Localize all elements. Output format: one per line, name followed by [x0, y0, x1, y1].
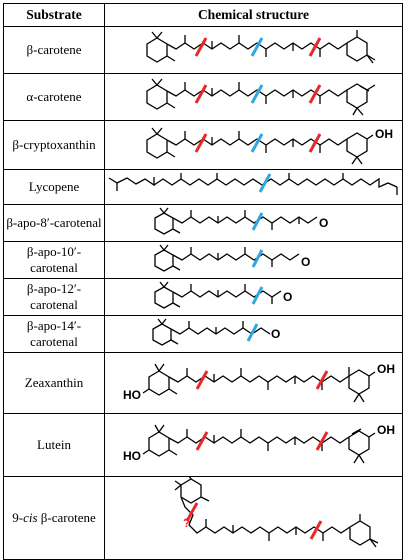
chemical-structure: OH HO — [104, 413, 403, 477]
blue-cleavage-mark — [251, 212, 264, 231]
table-row: β-apo-14′-carotenal O — [3, 315, 403, 353]
chemical-structure: OH — [104, 120, 403, 170]
chemical-structure: O — [104, 315, 403, 353]
chemical-structure: O — [104, 278, 403, 316]
substrate-name: β-apo-10′-carotenal — [3, 241, 105, 279]
blue-cleavage-mark — [250, 133, 264, 153]
red-cleavage-mark — [195, 370, 209, 390]
table-row: Lycopene — [3, 169, 403, 205]
red-cleavage-mark — [194, 133, 208, 153]
structure-header: Chemical structure — [104, 3, 403, 27]
structure-drawing — [146, 78, 376, 116]
blue-cleavage-mark — [246, 323, 259, 342]
chemical-structure: ? — [104, 476, 403, 560]
aldehyde-oxygen-label: O — [283, 290, 292, 304]
table-row: β-apo-12′-carotenal O — [3, 278, 403, 316]
chemical-structure: O — [104, 204, 403, 242]
structure-drawing: O — [154, 281, 292, 309]
chemical-structure: OH HO — [104, 352, 403, 414]
chemical-structure — [104, 73, 403, 121]
red-cleavage-mark — [308, 37, 322, 57]
substrate-header: Substrate — [3, 3, 105, 27]
substrate-name: β-apo-12′-carotenal — [3, 278, 105, 316]
structure-drawing: O — [154, 244, 310, 272]
substrate-name: Lycopene — [3, 169, 105, 205]
red-cleavage-mark — [309, 520, 323, 540]
hydroxyl-label: OH — [377, 423, 395, 437]
blue-cleavage-mark — [251, 286, 264, 305]
red-cleavage-mark — [194, 84, 208, 104]
structure-drawing — [146, 30, 376, 64]
hydroxyl-label: HO — [123, 449, 141, 463]
red-cleavage-mark — [308, 133, 322, 153]
structure-drawing: OH — [146, 127, 393, 165]
structure-drawing: OH HO — [123, 362, 395, 403]
blue-cleavage-mark — [250, 84, 264, 104]
table-row: β-apo-8′-carotenal O — [3, 204, 403, 242]
structure-drawing — [108, 173, 398, 195]
aldehyde-oxygen-label: O — [319, 216, 328, 230]
beta-ionone-ring — [346, 36, 368, 62]
structure-drawing: O — [154, 207, 328, 235]
red-cleavage-mark — [194, 37, 208, 57]
red-cleavage-mark — [195, 431, 209, 451]
substrate-name: β-carotene — [3, 26, 105, 74]
aldehyde-oxygen-label: O — [271, 327, 280, 341]
red-cleavage-mark — [315, 370, 329, 390]
hydroxyl-label: OH — [375, 127, 393, 141]
blue-cleavage-mark — [258, 173, 272, 193]
chemical-structure — [104, 26, 403, 74]
structure-drawing: ? — [174, 477, 379, 548]
table-row: β-cryptoxanthin OH — [3, 120, 403, 170]
table-row: Zeaxanthin OH HO — [3, 352, 403, 414]
substrate-name: β-apo-8′-carotenal — [3, 204, 105, 242]
blue-cleavage-mark — [250, 37, 264, 57]
structure-drawing: OH HO — [123, 423, 395, 464]
beta-ionone-ring — [146, 37, 168, 63]
chemical-structure — [104, 169, 403, 205]
table-row: α-carotene — [3, 73, 403, 121]
blue-cleavage-mark — [251, 249, 264, 268]
epsilon-ionone-ring — [346, 83, 368, 109]
chemical-structure: O — [104, 241, 403, 279]
substrate-name: β-cryptoxanthin — [3, 120, 105, 170]
hydroxyl-label: HO — [123, 388, 141, 402]
substrate-name: α-carotene — [3, 73, 105, 121]
hydroxyl-label: OH — [377, 362, 395, 376]
red-cleavage-mark — [185, 502, 199, 522]
question-mark-label: ? — [183, 516, 190, 530]
substrate-name: β-apo-14′-carotenal — [3, 315, 105, 353]
substrate-name: Lutein — [3, 413, 105, 477]
table-row: Lutein OH HO — [3, 413, 403, 477]
substrate-table: Substrate Chemical structure β-carotene — [3, 3, 403, 560]
table-row: β-carotene — [3, 26, 403, 74]
table-row: β-apo-10′-carotenal O — [3, 241, 403, 279]
structure-drawing: O — [152, 318, 280, 346]
polyene-chain — [166, 42, 348, 50]
aldehyde-oxygen-label: O — [301, 255, 310, 269]
red-cleavage-mark — [308, 84, 322, 104]
red-cleavage-mark — [315, 431, 329, 451]
table-row: 9-cis β-carotene ? — [3, 476, 403, 560]
substrate-name: 9-cis β-carotene — [3, 476, 105, 560]
substrate-name: Zeaxanthin — [3, 352, 105, 414]
header-row: Substrate Chemical structure — [3, 3, 403, 27]
